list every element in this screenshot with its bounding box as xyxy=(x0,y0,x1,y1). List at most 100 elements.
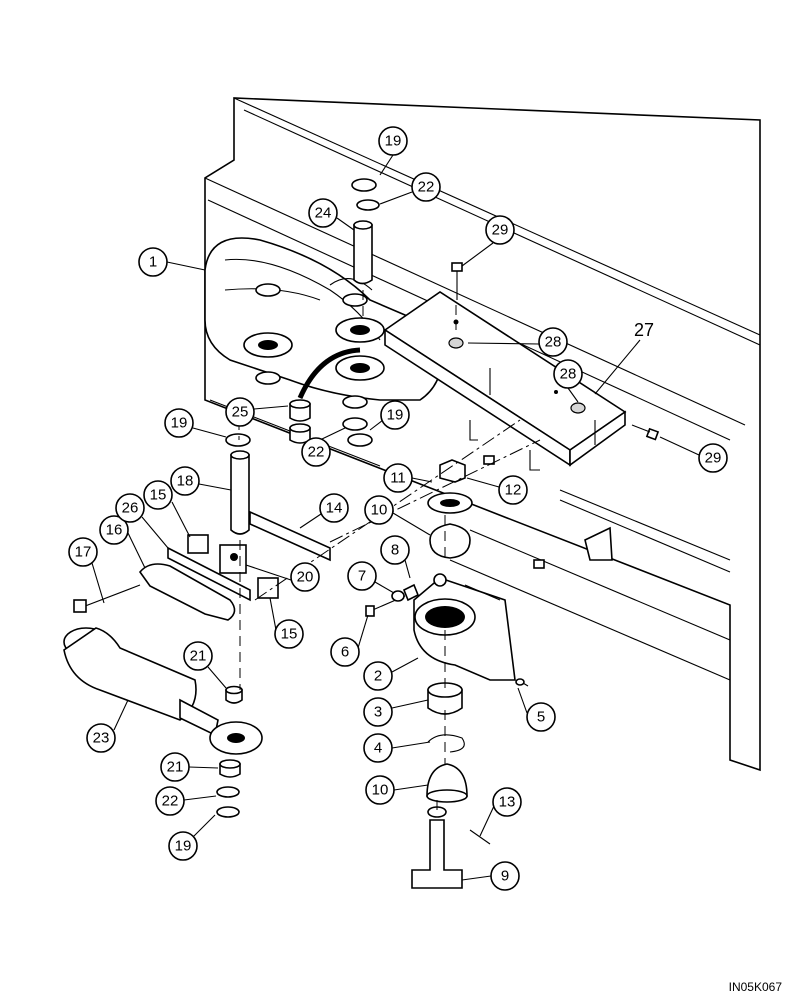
svg-text:24: 24 xyxy=(315,205,332,222)
callout-23: 23 xyxy=(86,723,116,753)
callout-leader xyxy=(374,581,395,594)
svg-text:3: 3 xyxy=(374,704,382,721)
svg-text:12: 12 xyxy=(505,482,522,499)
callout-11: 11 xyxy=(383,463,413,493)
callout-leader xyxy=(192,427,227,438)
callout-24: 24 xyxy=(308,198,338,228)
svg-text:10: 10 xyxy=(372,782,389,799)
svg-text:13: 13 xyxy=(499,794,516,811)
callout-leader xyxy=(379,154,394,176)
callout-leader xyxy=(299,513,322,529)
svg-text:11: 11 xyxy=(390,470,406,487)
svg-text:4: 4 xyxy=(374,740,382,757)
callout-leader xyxy=(466,477,500,488)
bolt-side xyxy=(631,424,660,441)
callout-21-lower: 21 xyxy=(160,752,190,782)
svg-text:22: 22 xyxy=(308,444,325,461)
callout-10-upper: 10 xyxy=(364,495,394,525)
lower-pin xyxy=(225,433,251,535)
callout-leader xyxy=(141,516,169,549)
reference-label-27: 27 xyxy=(634,320,654,340)
clamp-assembly xyxy=(73,510,331,621)
svg-text:8: 8 xyxy=(391,542,399,559)
callout-leader xyxy=(166,261,206,271)
svg-text:21: 21 xyxy=(167,759,184,776)
svg-text:19: 19 xyxy=(175,838,192,855)
callout-leaders xyxy=(91,154,700,881)
callout-3: 3 xyxy=(363,697,393,727)
callout-leader xyxy=(171,501,191,538)
callout-15-bottom: 15 xyxy=(274,619,304,649)
svg-text:6: 6 xyxy=(341,644,349,661)
callout-leader xyxy=(461,875,492,881)
callout-19-left: 19 xyxy=(164,408,194,438)
svg-text:19: 19 xyxy=(387,407,404,424)
callout-leader xyxy=(207,666,227,689)
callout-9: 9 xyxy=(490,861,520,891)
hydraulic-cylinder xyxy=(63,627,263,818)
callout-leader xyxy=(269,597,277,631)
callout-2: 2 xyxy=(363,661,393,691)
svg-text:22: 22 xyxy=(418,179,435,196)
callout-22-bottom: 22 xyxy=(155,786,185,816)
svg-text:18: 18 xyxy=(177,473,194,490)
callout-leader xyxy=(391,657,419,673)
callout-7: 7 xyxy=(347,561,377,591)
callout-28-left: 28 xyxy=(538,327,568,357)
bolt-top xyxy=(451,262,463,300)
callout-16: 16 xyxy=(99,515,129,545)
svg-text:10: 10 xyxy=(371,502,388,519)
svg-text:29: 29 xyxy=(705,450,722,467)
callout-leader xyxy=(91,562,105,604)
callout-15-top: 15 xyxy=(143,480,173,510)
callout-leader xyxy=(392,512,431,536)
frame-bracket xyxy=(483,455,613,569)
callout-leader xyxy=(357,614,369,649)
callout-12: 12 xyxy=(498,475,528,505)
svg-text:28: 28 xyxy=(545,334,562,351)
callout-leader xyxy=(393,784,429,791)
callout-22-mid: 22 xyxy=(301,437,331,467)
cover-plate xyxy=(383,291,627,471)
svg-text:15: 15 xyxy=(281,626,298,643)
callout-6: 6 xyxy=(330,637,360,667)
svg-text:23: 23 xyxy=(93,730,110,747)
callout-8: 8 xyxy=(380,535,410,565)
callout-18: 18 xyxy=(170,466,200,496)
svg-text:17: 17 xyxy=(75,544,92,561)
callout-leader xyxy=(479,805,495,837)
callout-leader xyxy=(411,477,433,483)
bushings-25 xyxy=(289,399,373,447)
callout-29-top: 29 xyxy=(485,215,515,245)
callout-14: 14 xyxy=(319,493,349,523)
svg-text:9: 9 xyxy=(501,868,509,885)
callout-leader xyxy=(321,427,346,440)
callout-17: 17 xyxy=(68,537,98,567)
callout-leader xyxy=(253,405,289,410)
callout-22-top: 22 xyxy=(411,172,441,202)
callout-leader xyxy=(467,342,540,345)
svg-text:22: 22 xyxy=(162,793,179,810)
svg-text:5: 5 xyxy=(537,709,545,726)
callout-leader xyxy=(379,191,413,205)
svg-text:15: 15 xyxy=(150,487,167,504)
svg-text:20: 20 xyxy=(297,569,314,586)
callout-leader xyxy=(391,741,431,749)
callout-20: 20 xyxy=(290,562,320,592)
reference-leader-27 xyxy=(594,339,641,395)
callout-19-bottom: 19 xyxy=(168,831,198,861)
svg-text:14: 14 xyxy=(326,500,343,517)
callout-leader xyxy=(391,699,429,709)
callout-leader xyxy=(517,687,528,714)
callout-leader xyxy=(336,217,355,231)
callout-4: 4 xyxy=(363,733,393,763)
frame-plate xyxy=(204,97,761,772)
svg-text:21: 21 xyxy=(190,648,207,665)
callout-leader xyxy=(198,483,232,491)
pivot-housing xyxy=(365,459,529,889)
callout-19-top: 19 xyxy=(378,126,408,156)
callout-21-upper: 21 xyxy=(183,641,213,671)
callout-25: 25 xyxy=(225,397,255,427)
